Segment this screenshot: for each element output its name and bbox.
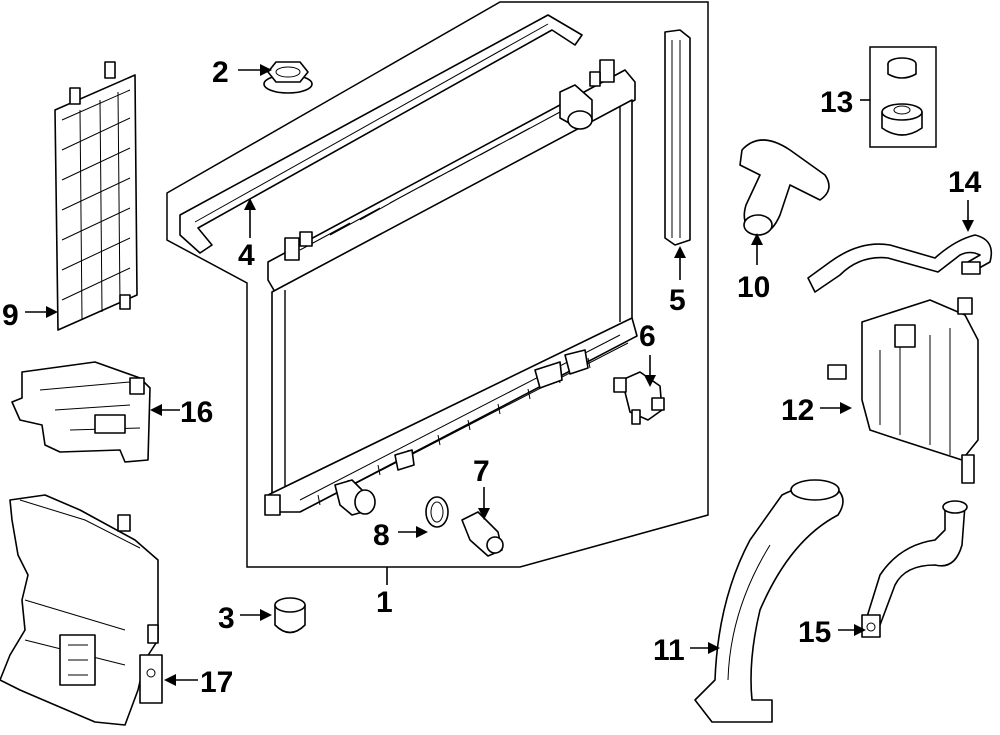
radiator-assembly-outline — [166, 1, 709, 568]
insulator-part[interactable] — [274, 597, 306, 634]
overflow-hose-part[interactable] — [807, 234, 993, 293]
callout-12: 12 — [781, 394, 814, 427]
side-seal-part[interactable] — [664, 29, 691, 246]
callout-6: 6 — [639, 320, 656, 353]
drain-plug-part[interactable] — [461, 511, 504, 557]
callout-13: 13 — [820, 86, 853, 119]
reservoir-part[interactable] — [827, 297, 979, 484]
callout-7: 7 — [473, 455, 490, 488]
air-guide-17-part[interactable] — [0, 494, 163, 726]
callout-9: 9 — [2, 299, 19, 332]
callout-5: 5 — [669, 284, 686, 317]
cap-part[interactable] — [263, 61, 313, 94]
reservoir-cap-set-part[interactable] — [869, 46, 937, 148]
bracket-16-part[interactable] — [11, 361, 151, 463]
callout-8: 8 — [373, 519, 390, 552]
callout-16: 16 — [180, 396, 213, 429]
callout-15: 15 — [798, 616, 831, 649]
lower-hose-part[interactable] — [694, 479, 844, 723]
callout-11: 11 — [653, 634, 685, 667]
upper-hose-part[interactable] — [739, 139, 830, 236]
callout-14: 14 — [948, 166, 982, 199]
condenser-part[interactable] — [54, 61, 138, 331]
callout-2: 2 — [212, 56, 229, 89]
callout-17: 17 — [200, 666, 233, 699]
callout-4: 4 — [238, 239, 255, 272]
upper-seal-part[interactable] — [179, 14, 583, 254]
radiator-part[interactable] — [264, 59, 638, 516]
bypass-pipe-part[interactable] — [861, 500, 968, 638]
callout-10: 10 — [737, 271, 770, 304]
callout-1: 1 — [376, 586, 393, 619]
o-ring-part[interactable] — [425, 496, 449, 528]
callout-labels: 1 2 3 4 5 6 7 8 9 10 11 12 13 14 15 16 1… — [2, 56, 982, 699]
callout-3: 3 — [218, 602, 235, 635]
sensor-6-part[interactable] — [613, 371, 665, 425]
leaders — [25, 64, 974, 686]
